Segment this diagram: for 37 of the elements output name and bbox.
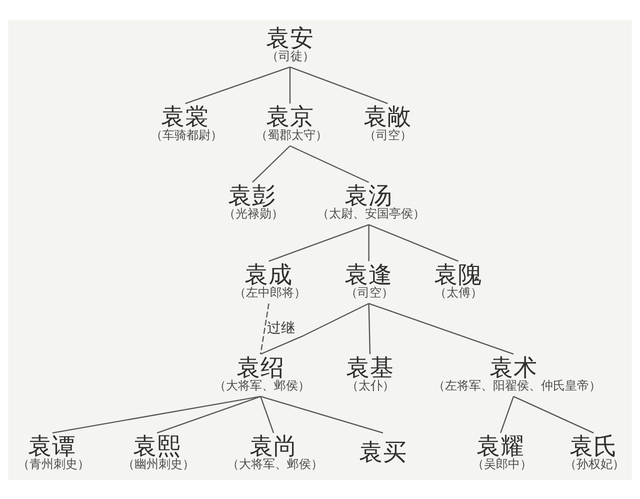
connector [289, 66, 291, 104]
connector [260, 302, 270, 354]
connector [290, 144, 370, 182]
connector [156, 395, 261, 433]
node-text: 袁隗 （太傅） [434, 260, 483, 299]
connector [290, 66, 388, 104]
connector [260, 395, 384, 433]
node-text: 袁耀 （吴郎中） [472, 432, 532, 471]
connector [52, 395, 261, 434]
node-text: 袁裳 （车骑都尉） [150, 102, 223, 142]
node-text: 袁京 （蜀郡太守） [255, 102, 328, 142]
connector [268, 224, 370, 262]
connector [513, 395, 594, 433]
connector [260, 302, 370, 354]
connector [368, 303, 371, 354]
connector [252, 144, 290, 182]
node-text: 袁绍 （大将军、邺侯） [214, 352, 310, 392]
connector [368, 224, 458, 262]
node-text: 袁成 （左中郎将） [234, 260, 306, 299]
node-text: 袁谭 （青州刺史） [18, 432, 90, 471]
connector [368, 302, 514, 354]
node-text: 袁基 （太仆） [346, 352, 394, 392]
connector [260, 396, 274, 433]
node-text: 袁术 （左将军、阳翟侯、仲氏皇帝） [432, 352, 601, 392]
node-text: 袁买 [358, 438, 407, 466]
connector [500, 396, 514, 433]
edge-label: 过继 [267, 320, 296, 336]
node-text: 袁彭 （光禄勋） [224, 181, 284, 220]
node-text: 袁熙 （幽州刺史） [122, 432, 194, 471]
node-text: 袁敞 （司空） [364, 102, 412, 142]
node-text: 袁逢 （司空） [344, 260, 394, 299]
connector [185, 66, 290, 104]
node-text: 袁尚 （大将军、邺侯） [227, 432, 324, 471]
connector [368, 224, 370, 261]
node-text: 袁安 （司徒） [266, 23, 314, 62]
node-text: 袁汤 （太尉、安国亭侯） [317, 181, 426, 220]
node-text: 袁氏 （孙权妃） [564, 432, 625, 471]
